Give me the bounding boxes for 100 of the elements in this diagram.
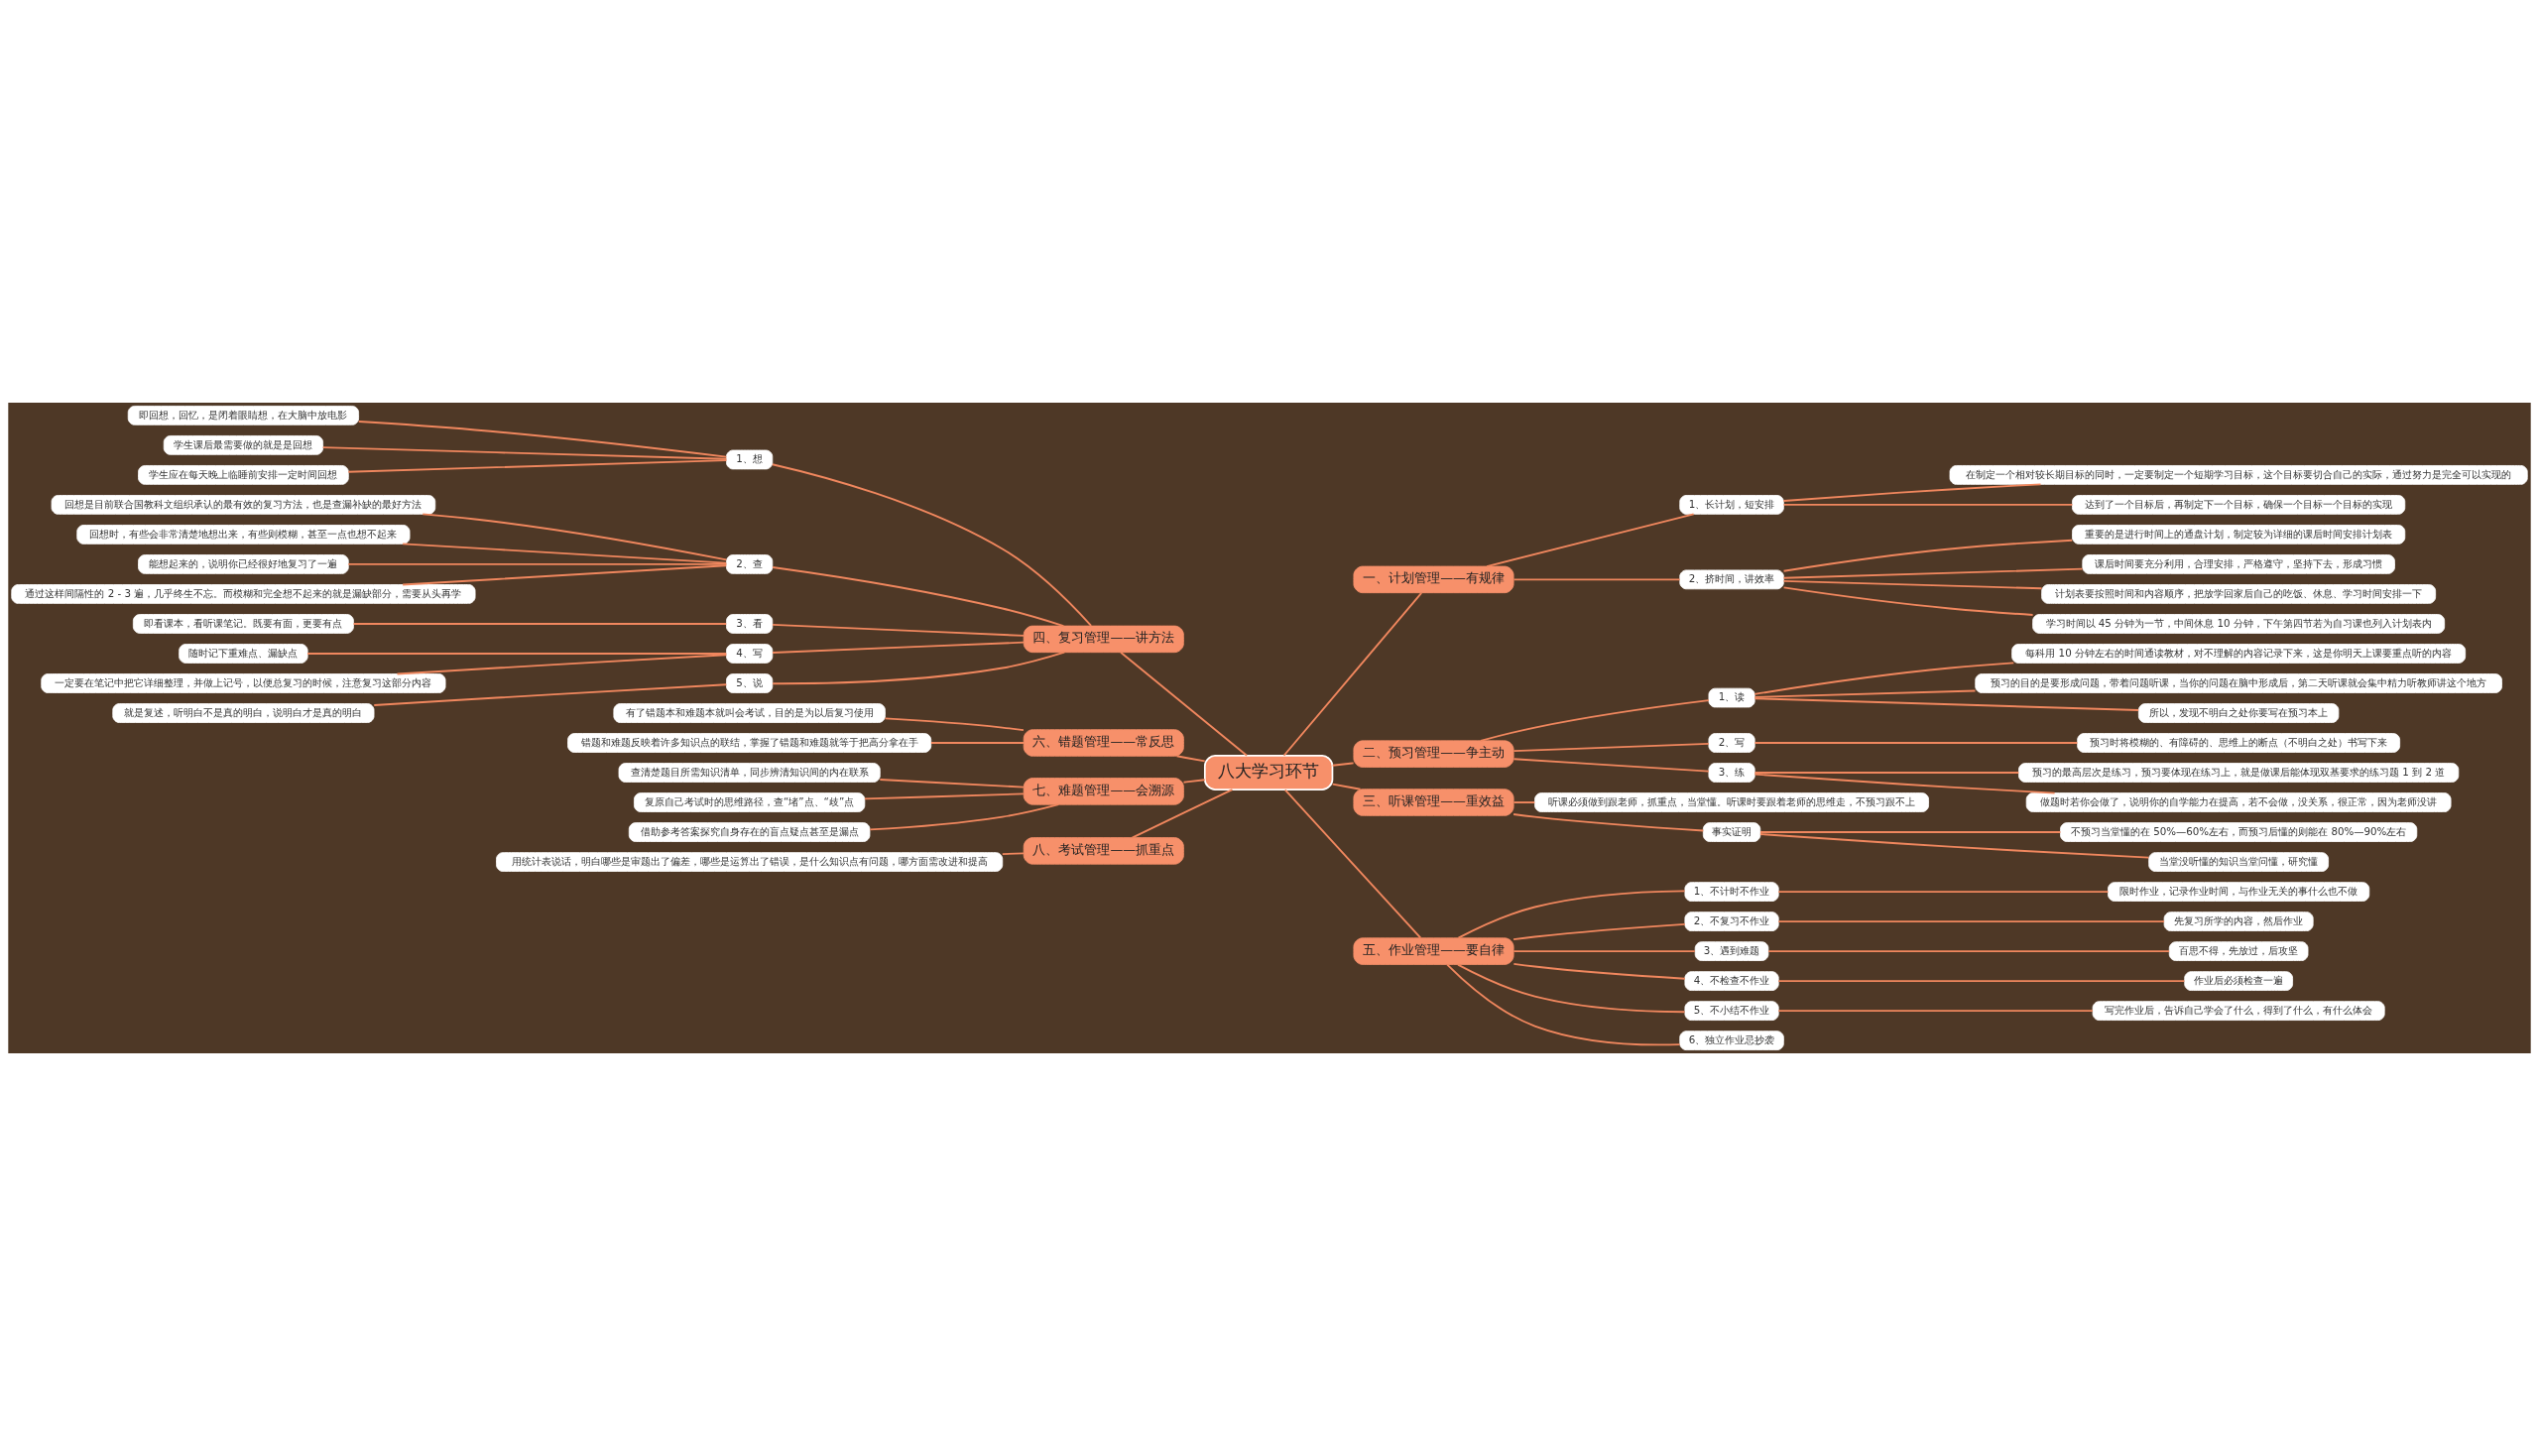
connector <box>321 446 728 460</box>
connector <box>1131 789 1234 839</box>
connector <box>1512 801 1536 803</box>
connector <box>1777 891 2110 893</box>
node-box: 限时作业，记录作业时间，与作业无关的事什么也不做 <box>2108 882 2370 902</box>
connector <box>863 792 1025 800</box>
connector <box>402 543 728 564</box>
node-box: 随时记下重难点、漏缺点 <box>179 644 308 664</box>
connector <box>1759 831 2062 833</box>
node-box: 1、读 <box>1708 687 1755 708</box>
node-box: 2、不复习不作业 <box>1684 911 1779 931</box>
node-box: 借助参考答案探究自身存在的盲点疑点甚至是漏点 <box>628 822 871 842</box>
node-box: 通过这样间隔性的 2 - 3 遍，几乎终生不忘。而模糊和完全想不起来的就是漏缺部分，需要从头再学 <box>11 584 476 604</box>
connector <box>1457 890 1686 939</box>
connector <box>1753 697 2140 711</box>
node-box: 1、长计划，短安排 <box>1679 495 1784 515</box>
node-box: 八、考试管理——抓重点 <box>1023 837 1184 865</box>
connector <box>771 463 1093 627</box>
node-box: 预习的最高层次是练习，预习要体现在练习上，就是做课后能体现双基要求的练习题 1 到 2 道 <box>2018 763 2460 783</box>
connector <box>1777 920 2166 923</box>
connector <box>1512 962 1686 980</box>
connector <box>869 803 1060 831</box>
node-box: 有了错题本和难题本就叫会考试，目的是为以后复习使用 <box>613 703 886 723</box>
connector <box>879 779 1025 789</box>
node-box: 听课必须做到跟老师，抓重点，当堂懂。听课时要跟着老师的思维走，不预习跟不上 <box>1534 792 1929 812</box>
connector <box>1782 503 2074 506</box>
node-box: 事实证明 <box>1702 822 1761 842</box>
connector <box>1480 699 1710 742</box>
node-box: 每科用 10 分钟左右的时间通读教材，对不理解的内容记录下来，这是你明天上课要重点听的内容 <box>2011 644 2467 664</box>
node-box: 4、写 <box>726 644 774 664</box>
node-box: 五、作业管理——要自律 <box>1353 937 1514 965</box>
node-box: 当堂没听懂的知识当堂问懂，研究懂 <box>2148 852 2330 872</box>
connector <box>1331 762 1355 767</box>
connector <box>347 563 728 565</box>
connector <box>1282 591 1423 757</box>
node-box: 就是复述，听明白不是真的明白，说明白才是真的明白 <box>112 703 375 723</box>
connector <box>422 513 728 561</box>
connector <box>1512 813 1705 832</box>
connector <box>1512 950 1696 953</box>
node-box: 二、预习管理——争主动 <box>1353 740 1514 768</box>
connector <box>1782 539 2074 572</box>
connector <box>1512 578 1681 581</box>
connector <box>1182 779 1206 784</box>
connector <box>1512 742 1710 753</box>
connector <box>1446 963 1681 1046</box>
node-box: 2、查 <box>726 554 774 574</box>
connector <box>1753 742 2079 744</box>
node-box: 学习时间以 45 分钟为一节，中间休息 10 分钟，下午第四节若为自习课也列入计划表内 <box>2032 614 2446 634</box>
connector <box>396 654 728 675</box>
connector <box>1782 586 2034 616</box>
node-box: 所以，发现不明白之处你要写在预习本上 <box>2137 703 2340 723</box>
node-box: 计划表要按照时间和内容顺序，把放学回家后自己的吃饭、休息、学习时间安排一下 <box>2041 584 2437 604</box>
node-box: 学生课后最需要做的就是是回想 <box>163 435 323 455</box>
node-box: 3、练 <box>1708 763 1755 783</box>
connector <box>1512 758 1710 773</box>
connector <box>1782 567 2084 579</box>
node-box: 写完作业后，告诉自己学会了什么，得到了什么，有什么体会 <box>2092 1001 2385 1021</box>
node-box: 3、遇到难题 <box>1694 941 1769 961</box>
node-box: 一、计划管理——有规律 <box>1353 565 1514 594</box>
connector <box>1782 579 2043 590</box>
node-box: 5、不小结不作业 <box>1684 1001 1779 1021</box>
connector <box>1120 651 1248 757</box>
node-box: 回想时，有些会非常清楚地想出来，有些则模糊，甚至一点也想不起来 <box>76 525 411 545</box>
node-box: 先复习所学的内容，然后作业 <box>2163 911 2314 931</box>
node-box: 重要的是进行时间上的通盘计划，制定较为详细的课后时间安排计划表 <box>2072 525 2406 545</box>
node-box: 预习时将模糊的、有障碍的、思维上的断点（不明白之处）书写下来 <box>2077 733 2401 753</box>
connector <box>1782 483 2042 502</box>
connector <box>772 641 1026 654</box>
node-box: 即回想，回忆，是闭着眼睛想，在大脑中放电影 <box>127 406 360 425</box>
node-box: 学生应在每天晚上临睡前安排一定时间回想 <box>138 465 349 485</box>
node-box: 做题时若你会做了，说明你的自学能力在提高，若不会做，没关系，很正常，因为老师没讲 <box>2025 792 2452 812</box>
node-box: 用统计表说话，明白哪些是审题出了偏差，哪些是运算出了错误，是什么知识点有问题，哪方面需改进和提高 <box>496 852 1004 872</box>
connector <box>1283 789 1422 939</box>
connector <box>1753 689 1977 698</box>
connector <box>1777 980 2186 983</box>
node-box: 4、不检查不作业 <box>1684 971 1779 991</box>
connector <box>1767 950 2171 953</box>
connector <box>352 623 728 625</box>
node-box: 在制定一个相对较长期目标的同时，一定要制定一个短期学习目标，这个目标要切合自己的实际，通过努力是完全可以实现的 <box>1949 465 2528 485</box>
node-box: 四、复习管理——讲方法 <box>1023 625 1184 654</box>
connector <box>1753 772 2020 774</box>
node-box: 八大学习环节 <box>1203 755 1334 791</box>
connector <box>1331 783 1362 790</box>
connector <box>357 421 728 458</box>
node-box: 作业后必须检查一遍 <box>2184 971 2293 991</box>
connector <box>1175 755 1206 763</box>
connector <box>1753 773 2056 794</box>
connector <box>347 459 728 473</box>
node-box: 课后时间要充分利用，合理安排，严格遵守，坚持下去，形成习惯 <box>2082 554 2395 574</box>
connector <box>1753 662 2015 695</box>
node-box: 六、错题管理——常反思 <box>1023 729 1184 757</box>
node-box: 即看课本，看听课笔记。既要有面，更要有点 <box>132 614 354 634</box>
connector <box>772 651 1066 685</box>
node-box: 错题和难题反映着许多知识点的联结，掌握了错题和难题就等于把高分拿在手 <box>567 733 932 753</box>
node-box: 百思不得，先放过，后攻坚 <box>2168 941 2309 961</box>
node-box: 预习的目的是要形成问题，带着问题听课，当你的问题在脑中形成后，第二天听课就会集中精力听教师讲这个地方 <box>1975 673 2502 693</box>
node-box: 七、难题管理——会溯源 <box>1023 778 1184 805</box>
node-box: 一定要在笔记中把它详细整理，并做上记号，以便总复习的时候，注意复习这部分内容 <box>41 673 446 693</box>
node-box: 1、想 <box>726 449 774 470</box>
connector <box>929 742 1025 744</box>
